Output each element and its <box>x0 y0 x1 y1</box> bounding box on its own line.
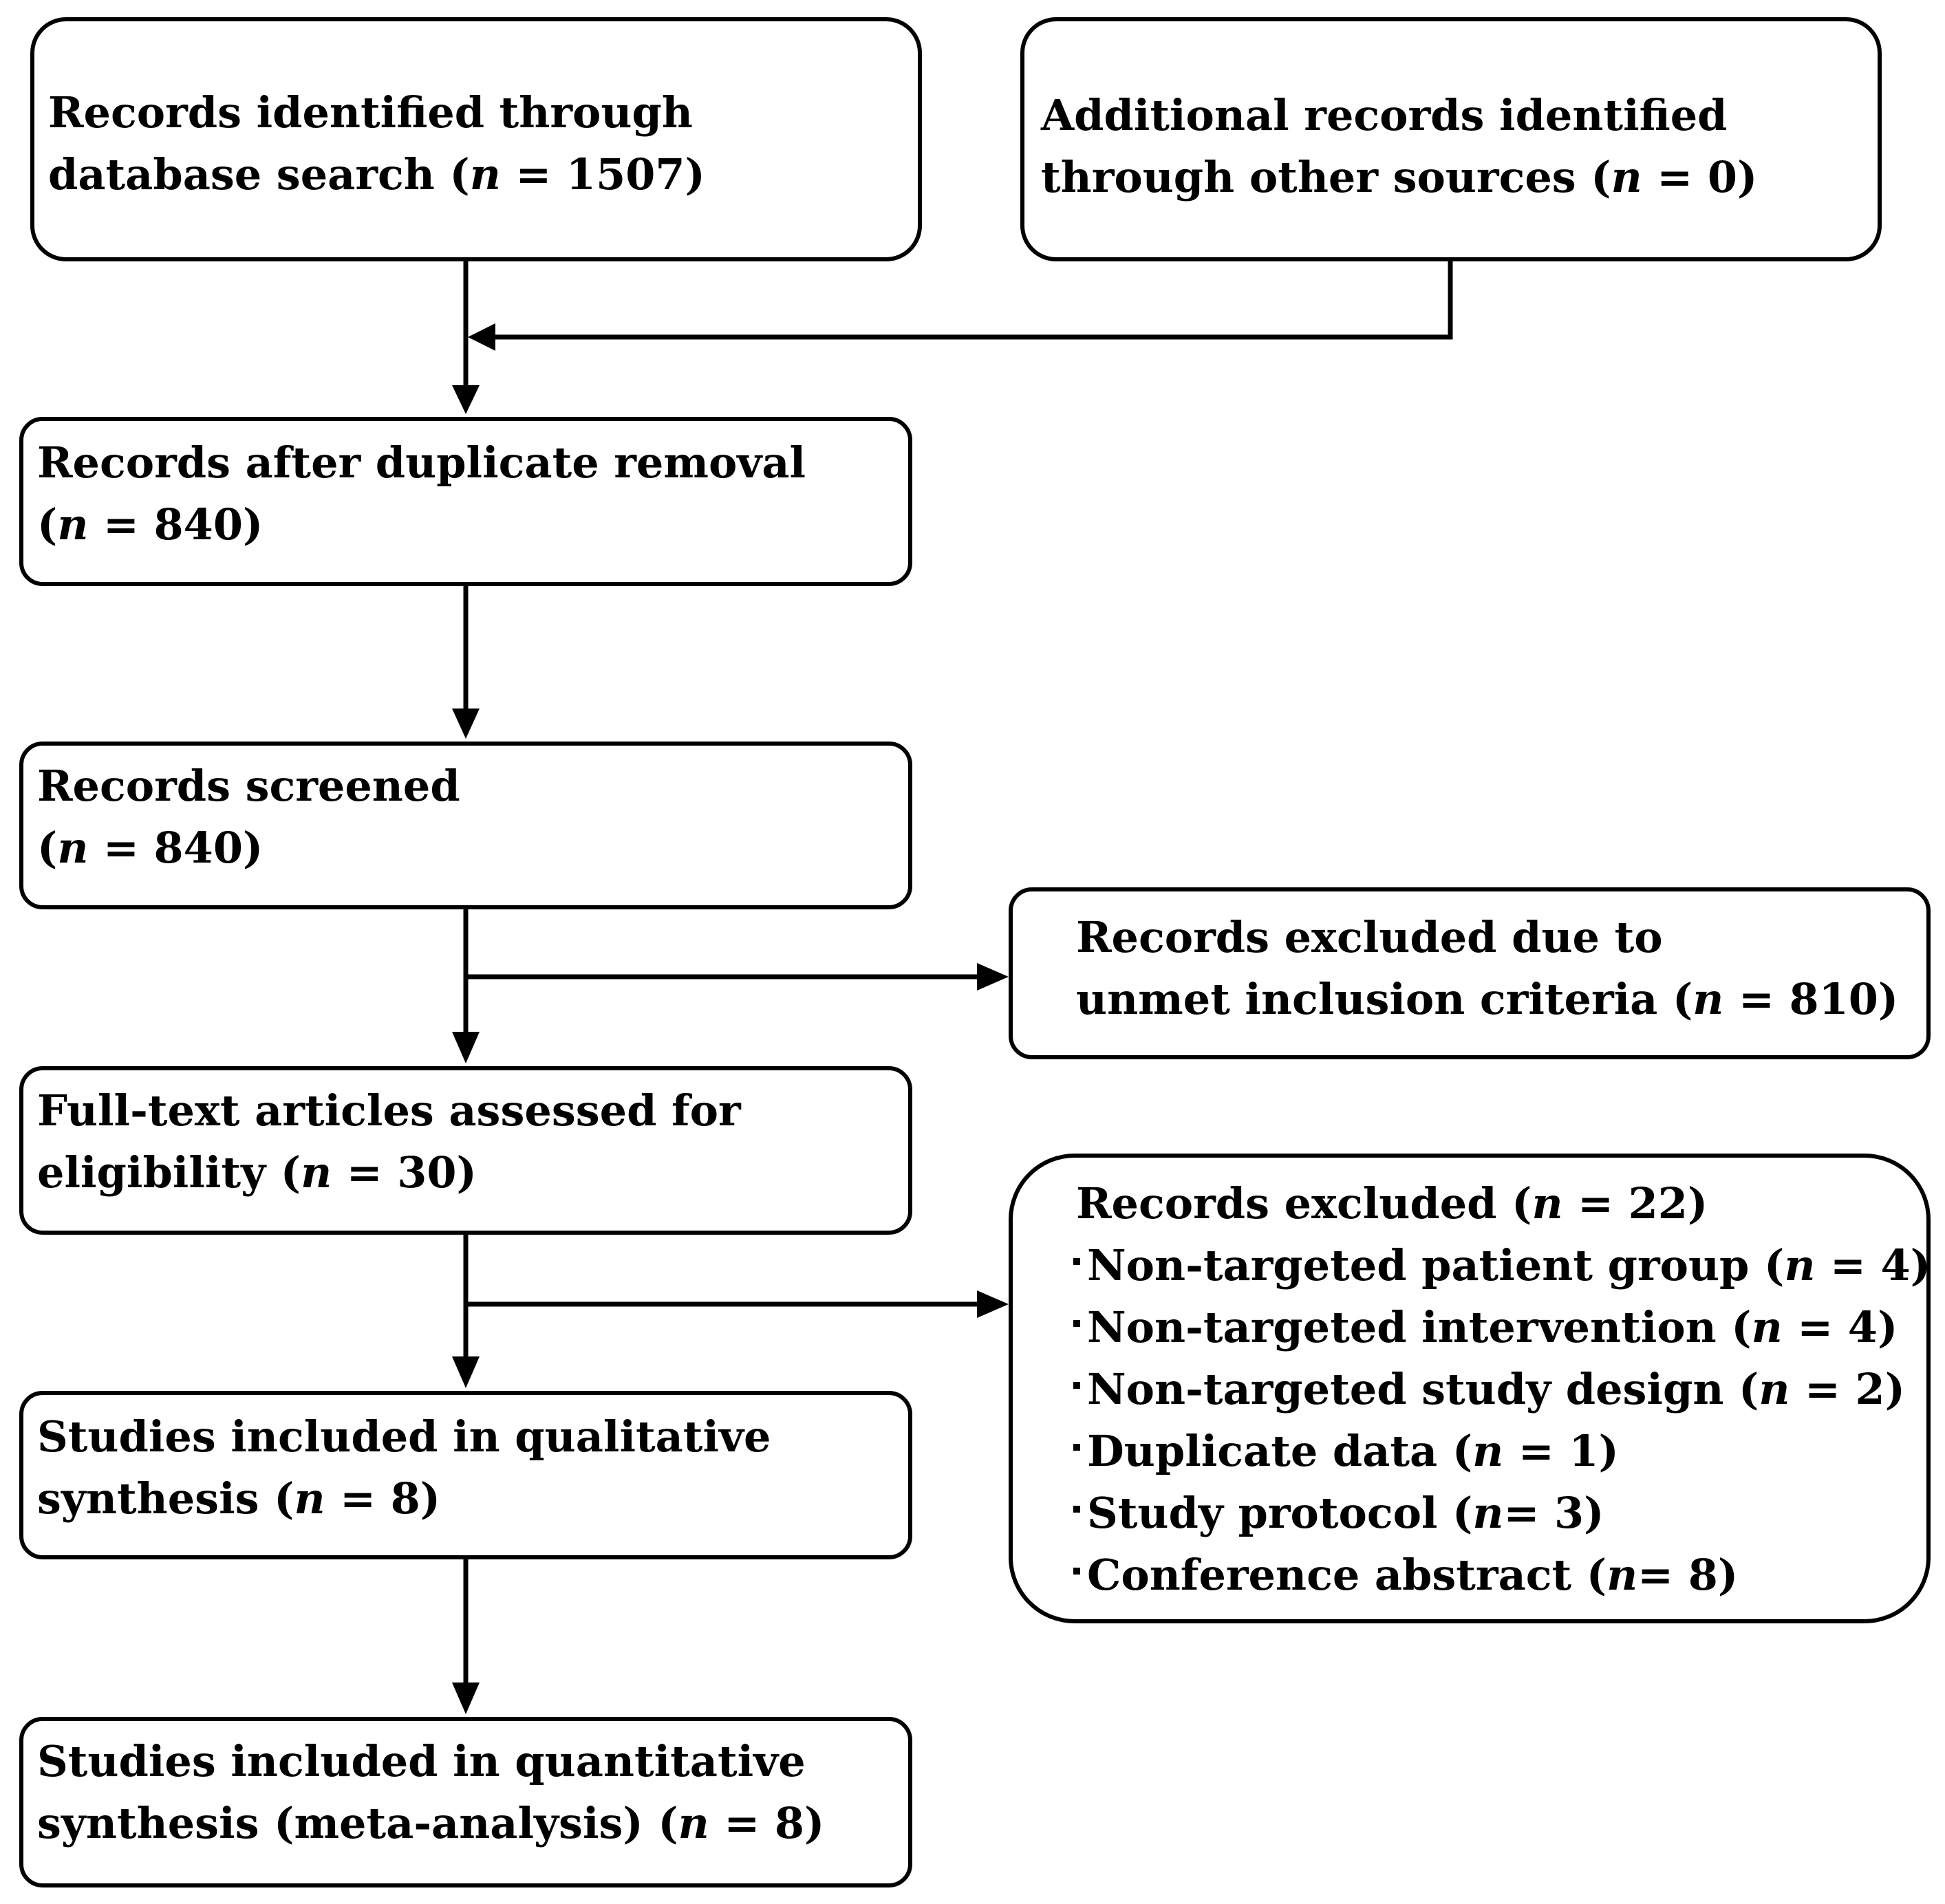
box-records-screened: Records screened (n = 840) <box>19 742 912 909</box>
duplicate-removal-line-2: ( <box>37 499 58 550</box>
arrowhead-db-to-dedup <box>452 385 480 414</box>
exclusion-reason-count: = 8) <box>1637 1550 1739 1600</box>
exclusion-reason-label: Conference abstract ( <box>1087 1550 1607 1600</box>
arrowhead-other-to-merge <box>468 323 495 351</box>
duplicate-removal-n-symbol: n <box>57 499 89 550</box>
box-other-sources-text: Additional records identified through ot… <box>1041 85 1757 208</box>
quantitative-synthesis-n-symbol: n <box>678 1798 709 1848</box>
box-quantitative-synthesis-text: Studies included in quantitative synthes… <box>37 1731 824 1854</box>
box-duplicate-removal-text: Records after duplicate removal (n = 840… <box>37 432 806 556</box>
excluded-records-title-text: Records excluded ( <box>1076 1178 1532 1229</box>
exclusion-reason-label: Study protocol ( <box>1087 1488 1473 1538</box>
bullet-square-icon <box>1073 1320 1080 1327</box>
exclusion-reason-item: Non-targeted patient group (n = 4) <box>1073 1235 1931 1297</box>
box-qualitative-synthesis-text: Studies included in qualitative synthesi… <box>37 1406 771 1530</box>
box-quantitative-synthesis: Studies included in quantitative synthes… <box>19 1717 912 1887</box>
qualitative-synthesis-line-2: synthesis ( <box>37 1473 294 1524</box>
exclusion-reason-item: Study protocol (n= 3) <box>1073 1482 1931 1544</box>
excluded-records-title: Records excluded (n = 22) <box>1076 1173 1708 1235</box>
bullet-square-icon <box>1073 1382 1080 1389</box>
full-text-n-symbol: n <box>301 1147 332 1198</box>
exclusion-reason-n-symbol: n <box>1759 1364 1790 1414</box>
exclusion-reason-count: = 4) <box>1815 1240 1931 1290</box>
arrowhead-fulltext-to-qualitative <box>452 1356 480 1388</box>
database-search-line-2: database search ( <box>48 149 470 199</box>
exclusion-reason-n-symbol: n <box>1751 1302 1783 1352</box>
qualitative-synthesis-n-symbol: n <box>294 1473 325 1524</box>
database-search-count: = 1507) <box>500 149 705 199</box>
quantitative-synthesis-line-1: Studies included in quantitative <box>37 1736 806 1786</box>
exclusion-reason-label: Non-targeted patient group ( <box>1087 1240 1785 1290</box>
box-database-search: Records identified through database sear… <box>30 17 922 261</box>
exclusion-reason-label: Non-targeted study design ( <box>1087 1364 1759 1414</box>
box-excluded-criteria-text: Records excluded due to unmet inclusion … <box>1076 907 1898 1030</box>
arrowhead-to-excluded-records <box>977 1290 1009 1318</box>
duplicate-removal-count: = 840) <box>88 499 264 550</box>
quantitative-synthesis-count: = 8) <box>709 1798 825 1848</box>
full-text-line-1: Full-text articles assessed for <box>37 1085 741 1136</box>
exclusion-reason-count: = 2) <box>1790 1364 1905 1414</box>
excluded-criteria-line-1: Records excluded due to <box>1076 912 1663 962</box>
box-full-text: Full-text articles assessed for eligibil… <box>19 1066 912 1235</box>
exclusion-reason-n-symbol: n <box>1472 1426 1504 1476</box>
records-screened-n-symbol: n <box>57 823 89 873</box>
duplicate-removal-line-1: Records after duplicate removal <box>37 437 806 488</box>
database-search-n-symbol: n <box>469 149 501 199</box>
full-text-count: = 30) <box>332 1147 477 1198</box>
exclusion-reason-count: = 4) <box>1782 1302 1898 1352</box>
excluded-criteria-count: = 810) <box>1723 974 1899 1024</box>
exclusion-reason-item: Conference abstract (n= 8) <box>1073 1544 1931 1606</box>
box-excluded-criteria: Records excluded due to unmet inclusion … <box>1009 887 1931 1059</box>
box-duplicate-removal: Records after duplicate removal (n = 840… <box>19 417 912 586</box>
excluded-records-count: = 22) <box>1562 1178 1708 1229</box>
qualitative-synthesis-line-1: Studies included in qualitative <box>37 1411 771 1462</box>
full-text-line-2: eligibility ( <box>37 1147 301 1198</box>
exclusion-reason-n-symbol: n <box>1472 1488 1504 1538</box>
arrow-other-to-merge <box>495 261 1453 340</box>
box-database-search-text: Records identified through database sear… <box>48 82 705 206</box>
exclusion-reason-item: Non-targeted intervention (n = 4) <box>1073 1297 1931 1359</box>
box-excluded-records: Records excluded (n = 22) Non-targeted p… <box>1009 1154 1931 1623</box>
database-search-line-1: Records identified through <box>48 87 693 138</box>
exclusion-reason-label: Duplicate data ( <box>1087 1426 1473 1476</box>
quantitative-synthesis-line-2: synthesis (meta-analysis) ( <box>37 1798 678 1848</box>
exclusion-reasons-list: Non-targeted patient group (n = 4) Non-t… <box>1073 1235 1931 1606</box>
records-screened-line-2: ( <box>37 823 58 873</box>
records-screened-line-1: Records screened <box>37 761 460 811</box>
arrowhead-to-excluded-criteria <box>977 963 1009 991</box>
box-full-text-text: Full-text articles assessed for eligibil… <box>37 1080 741 1204</box>
exclusion-reason-n-symbol: n <box>1606 1550 1638 1600</box>
exclusion-reason-n-symbol: n <box>1784 1240 1816 1290</box>
exclusion-reason-count: = 1) <box>1503 1426 1619 1476</box>
bullet-square-icon <box>1073 1568 1080 1575</box>
excluded-criteria-n-symbol: n <box>1693 974 1724 1024</box>
other-sources-line-1: Additional records identified <box>1041 90 1728 140</box>
other-sources-line-2: through other sources ( <box>1041 152 1611 202</box>
exclusion-reason-count: = 3) <box>1503 1488 1604 1538</box>
arrowhead-qualitative-to-quantitative <box>452 1683 480 1714</box>
box-other-sources: Additional records identified through ot… <box>1020 17 1882 261</box>
arrowhead-screened-to-fulltext <box>452 1032 480 1063</box>
box-qualitative-synthesis: Studies included in qualitative synthesi… <box>19 1391 912 1559</box>
bullet-square-icon <box>1073 1506 1080 1513</box>
bullet-square-icon <box>1073 1444 1080 1451</box>
records-screened-count: = 840) <box>88 823 264 873</box>
arrowhead-dedup-to-screened <box>452 708 480 739</box>
exclusion-reason-label: Non-targeted intervention ( <box>1087 1302 1752 1352</box>
excluded-records-n-symbol: n <box>1532 1178 1563 1229</box>
exclusion-reason-item: Non-targeted study design (n = 2) <box>1073 1359 1931 1420</box>
bullet-square-icon <box>1073 1258 1080 1265</box>
qualitative-synthesis-count: = 8) <box>325 1473 441 1524</box>
other-sources-count: = 0) <box>1642 152 1758 202</box>
other-sources-n-symbol: n <box>1611 152 1642 202</box>
exclusion-reason-item: Duplicate data (n = 1) <box>1073 1420 1931 1482</box>
box-records-screened-text: Records screened (n = 840) <box>37 755 460 879</box>
excluded-criteria-line-2: unmet inclusion criteria ( <box>1076 974 1693 1024</box>
